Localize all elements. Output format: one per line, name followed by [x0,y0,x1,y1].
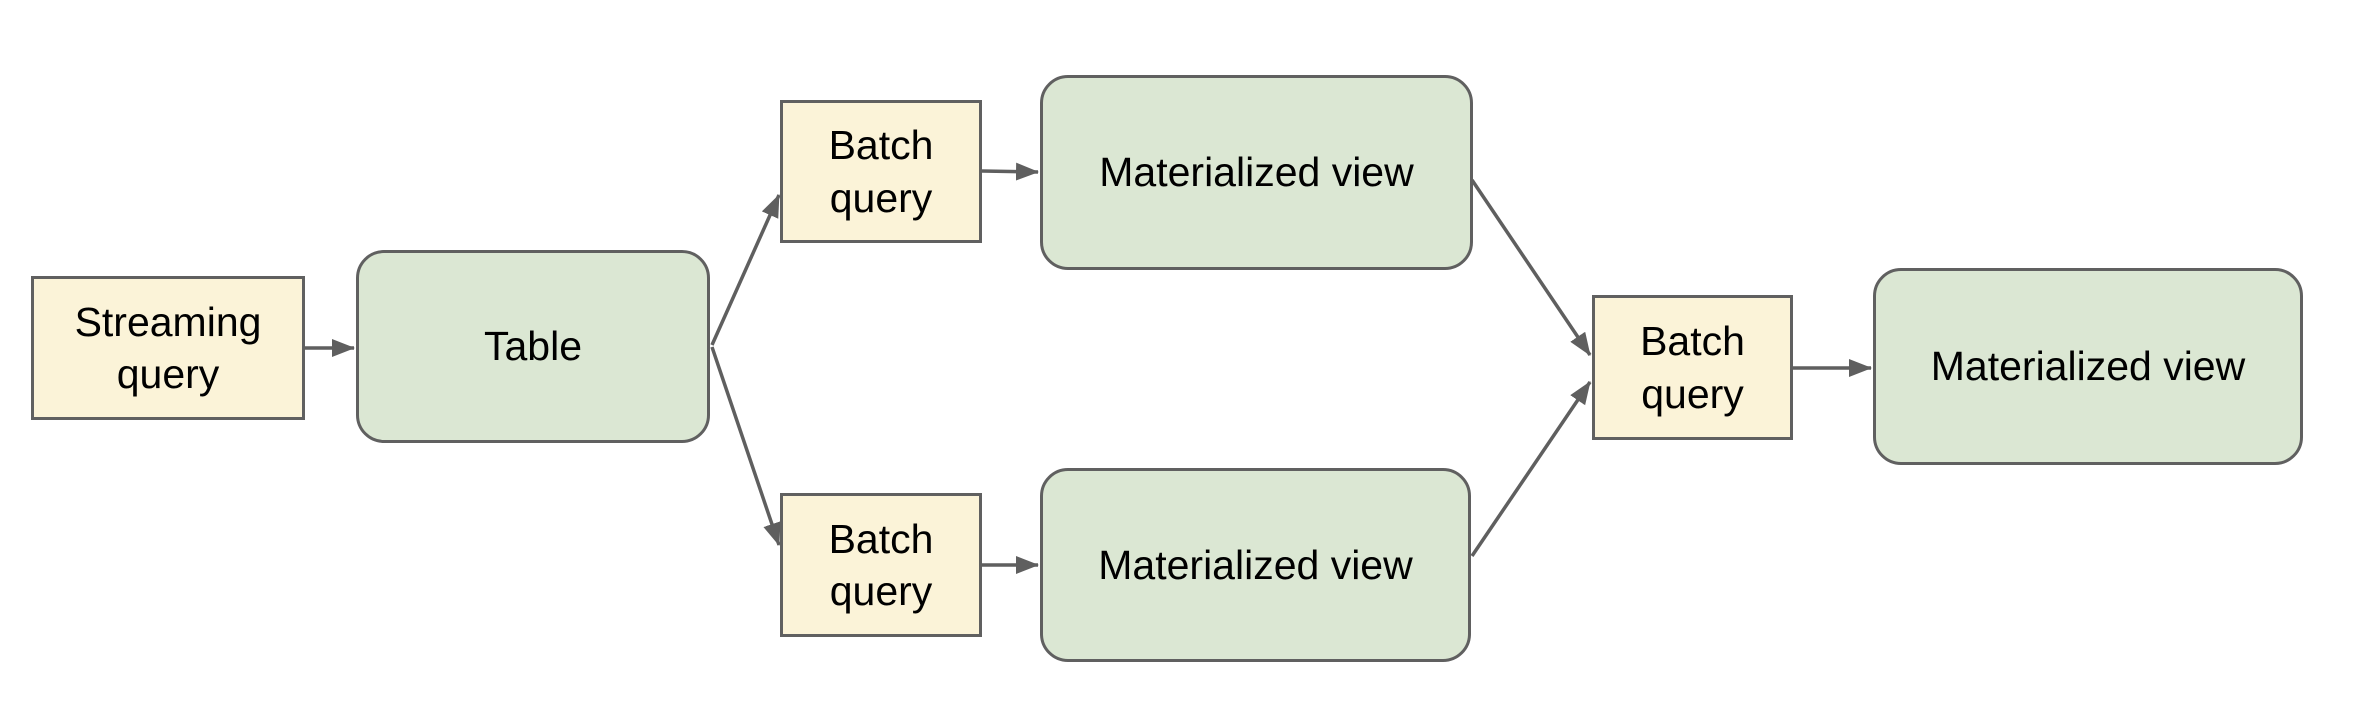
node-streaming-query-label: Streaming query [74,298,262,397]
node-materialized-view-bottom-label: Materialized view [1098,541,1413,588]
arrow-materialized-view-top-to-batch-query-right [1470,179,1592,356]
node-materialized-view-right: Materialized view [1873,268,2303,465]
node-batch-query-right: Batch query [1592,295,1793,440]
node-streaming-query: Streaming query [31,276,305,420]
arrow-materialized-view-bottom-to-batch-query-right [1470,381,1592,557]
node-materialized-view-right-label: Materialized view [1930,343,2246,390]
node-materialized-view-top-label: Materialized view [1099,149,1414,196]
arrow-table-to-batch-query-bottom [710,346,781,546]
node-table-label: Table [483,323,582,370]
node-batch-query-bottom: Batch query [780,493,982,637]
node-batch-query-top-label: Batch query [828,122,934,221]
arrow-table-to-batch-query-top [710,194,781,346]
node-materialized-view-bottom: Materialized view [1040,468,1471,662]
node-materialized-view-top: Materialized view [1040,75,1473,270]
node-batch-query-bottom-label: Batch query [828,515,934,614]
node-table: Table [356,250,710,443]
arrow-batch-query-top-to-materialized-view-top [981,162,1039,181]
node-batch-query-right-label: Batch query [1640,318,1745,417]
node-batch-query-top: Batch query [780,100,982,243]
